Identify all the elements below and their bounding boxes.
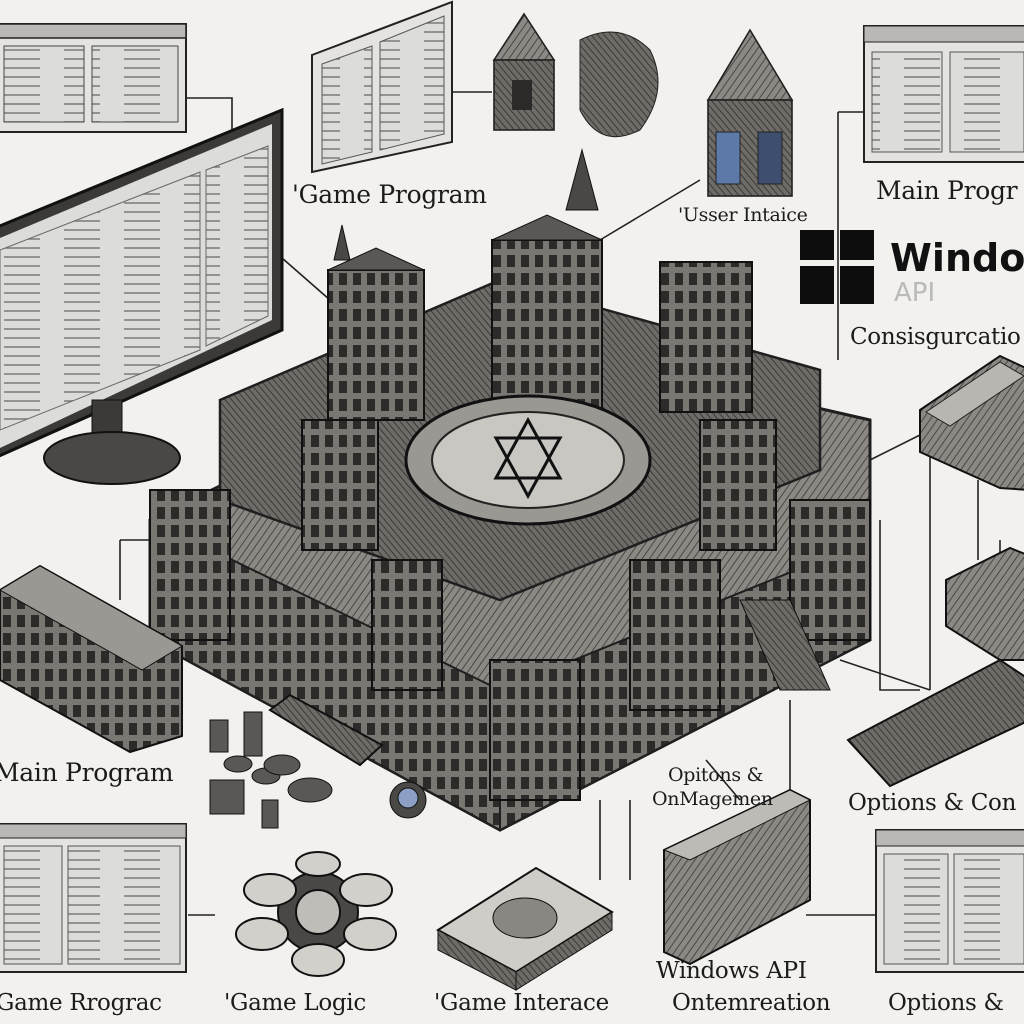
label-windows-api-bottom: Windows API	[656, 958, 807, 984]
label-game-program-bottom-left: Game Rrograc	[0, 990, 162, 1016]
label-game-program-top: 'Game Program	[292, 180, 487, 209]
label-game-interface: 'Game Interace	[434, 990, 609, 1016]
label-user-interface: 'Usser Intaice	[678, 204, 808, 226]
keyboard-center	[268, 693, 384, 767]
label-game-logic: 'Game Logic	[224, 990, 366, 1016]
label-main-program-left: Main Program	[0, 758, 174, 787]
windows-logo-icon	[800, 230, 874, 304]
label-main-program-top-right: Main Progr	[876, 176, 1018, 205]
window-panel-bottom-right	[875, 829, 1024, 973]
server-rack-left	[0, 564, 183, 754]
label-configuration: Consisgurcatio	[850, 324, 1021, 350]
label-options-bottom-right: Options &	[888, 990, 1004, 1016]
window-panel-top-left	[0, 23, 187, 133]
label-options-center-line1: Opitons &	[668, 764, 764, 786]
castle-structure	[148, 148, 872, 832]
card-stack	[436, 866, 614, 991]
tower-sketch-top	[492, 12, 794, 197]
windows-logo-word: Windo	[890, 236, 1024, 280]
window-panel-top-center	[311, 0, 453, 174]
book-stack	[662, 788, 812, 966]
label-windows-api-bottom-sub: Ontemreation	[672, 990, 831, 1016]
window-panel-top-right	[863, 25, 1024, 163]
server-block-right-lower	[945, 546, 1024, 661]
game-logic-wheel	[235, 851, 397, 977]
label-options-center-line2: OnMagemen	[652, 788, 773, 810]
monitor-left	[0, 107, 284, 485]
game-pieces	[209, 711, 427, 829]
server-block-right-upper	[919, 354, 1024, 491]
keyboard-right	[846, 658, 1024, 788]
window-panel-bottom-left	[0, 823, 187, 973]
windows-logo-api: API	[894, 278, 936, 308]
label-options-right: Options & Con	[848, 790, 1017, 816]
